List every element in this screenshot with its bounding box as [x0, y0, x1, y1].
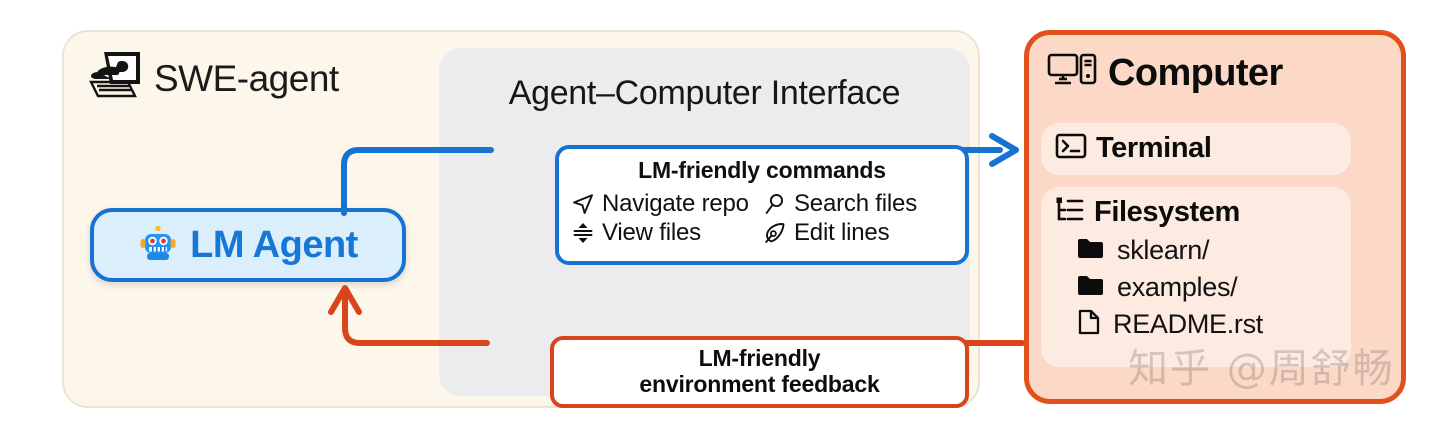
computer-panel: Computer Terminal: [1024, 30, 1406, 404]
command-label: Search files: [794, 190, 917, 217]
commands-grid: Navigate repo Search files: [559, 184, 965, 247]
hand-typing-monitor-icon: [88, 50, 142, 107]
computer-header: Computer: [1047, 51, 1283, 96]
lm-agent-node[interactable]: LM Agent: [90, 208, 406, 282]
file-icon: [1077, 309, 1101, 340]
filesystem-entry-readme[interactable]: README.rst: [1041, 309, 1351, 340]
filesystem-entry-examples[interactable]: examples/: [1041, 272, 1351, 303]
swe-agent-header: SWE-agent: [88, 50, 339, 107]
feedback-flow-wire-left: [342, 293, 490, 346]
pen-nib-icon: [763, 221, 787, 245]
watermark: 知乎 @周舒畅: [1128, 346, 1395, 392]
command-search-files[interactable]: Search files: [763, 190, 955, 218]
filesystem-section[interactable]: Filesystem sklearn/ examples/: [1041, 187, 1351, 367]
lm-friendly-commands-box: LM-friendly commands Navigate repo: [555, 145, 969, 265]
monitor-tower-icon: [1047, 51, 1097, 96]
swe-agent-panel: SWE-agent: [62, 30, 980, 408]
command-label: View files: [602, 219, 701, 246]
command-label: Navigate repo: [602, 190, 749, 217]
folder-icon: [1077, 237, 1105, 264]
swe-agent-title: SWE-agent: [154, 57, 339, 99]
command-flow-wire-left: [341, 147, 494, 216]
agent-computer-interface-panel: Agent–Computer Interface LM-friendly com…: [439, 48, 970, 408]
environment-feedback-box: LM-friendly environment feedback: [550, 336, 969, 408]
robot-icon: [138, 223, 178, 268]
computer-title: Computer: [1108, 52, 1283, 94]
command-view-files[interactable]: View files: [571, 219, 763, 247]
navigation-arrow-icon: [571, 192, 595, 216]
terminal-header: Terminal: [1041, 123, 1351, 165]
file-tree-icon: [1055, 196, 1085, 229]
magnifier-icon: [763, 192, 787, 216]
filesystem-entry-label: README.rst: [1113, 309, 1264, 339]
filesystem-header: Filesystem: [1041, 187, 1351, 229]
command-flow-arrowhead: [989, 133, 1019, 167]
folder-icon: [1077, 274, 1105, 301]
aci-title: Agent–Computer Interface: [508, 74, 901, 112]
terminal-label: Terminal: [1096, 132, 1212, 164]
feedback-line-2: environment feedback: [639, 371, 880, 397]
command-edit-lines[interactable]: Edit lines: [763, 219, 955, 247]
filesystem-entry-label: examples/: [1117, 272, 1238, 302]
terminal-prompt-icon: [1055, 132, 1087, 165]
command-navigate-repo[interactable]: Navigate repo: [571, 190, 763, 218]
filesystem-entry-label: sklearn/: [1117, 235, 1210, 265]
scroll-updown-icon: [571, 221, 595, 245]
lm-agent-label: LM Agent: [190, 223, 358, 266]
commands-box-title: LM-friendly commands: [638, 157, 886, 183]
filesystem-entry-sklearn[interactable]: sklearn/: [1041, 235, 1351, 266]
feedback-flow-arrowhead: [328, 285, 362, 315]
command-label: Edit lines: [794, 219, 890, 246]
terminal-section[interactable]: Terminal: [1041, 123, 1351, 175]
filesystem-label: Filesystem: [1094, 196, 1240, 228]
feedback-line-1: LM-friendly: [698, 345, 821, 372]
